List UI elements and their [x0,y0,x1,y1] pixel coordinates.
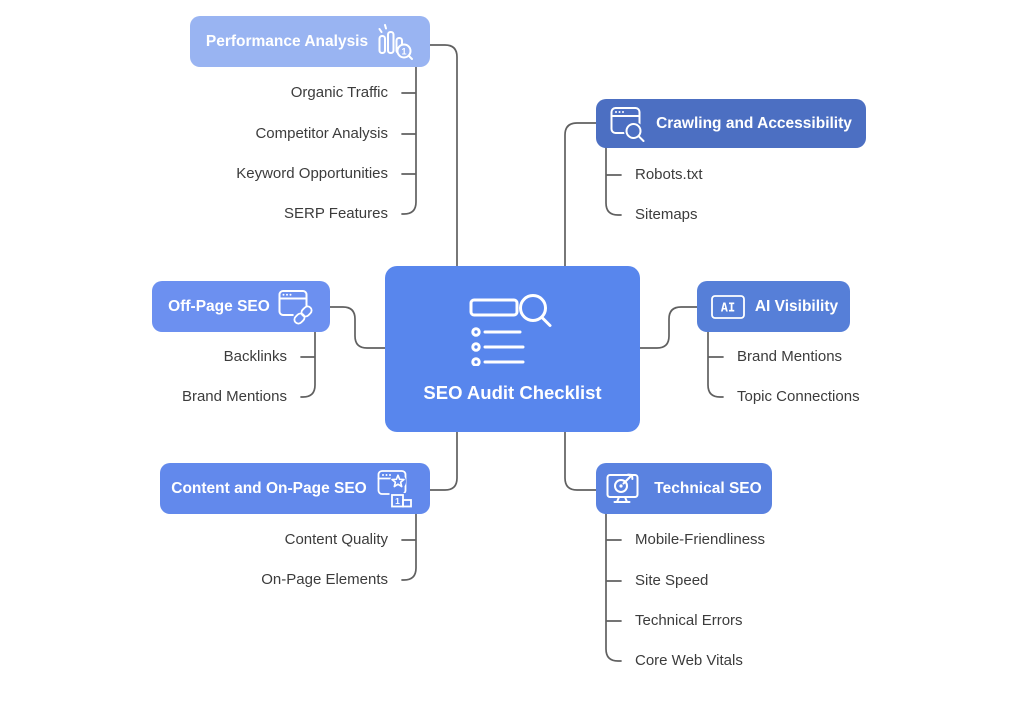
node-crawling-accessibility: Crawling and Accessibility [596,99,866,148]
node-content-on-page-seo: Content and On-Page SEO 1 [160,463,430,514]
leaf-topic-connections: Topic Connections [737,388,860,405]
leaf-keyword-opportunities: Keyword Opportunities [236,165,388,182]
performance-node-label: Performance Analysis [205,32,369,50]
technical-node-label: Technical SEO [654,479,762,497]
connector-technical [564,431,597,491]
leaf-organic-traffic: Organic Traffic [290,84,388,101]
offpage-node-label: Off-Page SEO [168,297,270,315]
leaf-ai-brand-mentions: Brand Mentions [737,348,843,365]
node-ai-visibility: AI AI Visibility [697,281,850,332]
browser-link-icon [278,289,313,324]
connector-performance [429,44,458,267]
node-seo-audit-checklist: SEO Audit Checklist [385,266,640,432]
leaf-on-page-elements: On-Page Elements [261,571,388,588]
leaf-brand-mentions: Brand Mentions [181,388,287,405]
connector-technical-children [605,513,622,662]
connector-offpage-children [300,331,316,398]
leaf-robots-txt: Robots.txt [635,166,703,183]
leaf-competitor-analysis: Competitor Analysis [255,125,388,142]
center-node-label: SEO Audit Checklist [423,382,602,403]
ai-badge-icon: AI [710,294,745,319]
leaf-content-quality: Content Quality [284,531,388,548]
node-technical-seo: Technical SEO [596,463,772,514]
connector-ai [639,306,698,349]
monitor-target-icon [606,473,639,503]
connector-performance-children [401,66,417,215]
svg-text:1: 1 [395,496,400,506]
connector-crawling [564,122,597,267]
leaf-serp-features: SERP Features [284,205,388,222]
browser-magnifier-icon [610,106,645,142]
crawling-node-label: Crawling and Accessibility [656,114,852,132]
content-node-label: Content and On-Page SEO [171,479,367,497]
connector-content-children [401,513,417,581]
leaf-site-speed: Site Speed [635,572,709,589]
node-off-page-seo: Off-Page SEO [152,281,330,332]
ai-badge-text: AI [721,300,735,314]
leaf-sitemaps: Sitemaps [635,206,698,223]
browser-star-podium-icon: 1 [377,469,412,508]
checklist-search-icon [469,294,551,366]
leaf-core-web-vitals: Core Web Vitals [635,652,743,669]
connector-offpage [329,306,386,349]
bar-chart-magnifier-icon: 1 [378,23,414,60]
svg-text:1: 1 [402,46,407,56]
leaf-technical-errors: Technical Errors [635,612,743,629]
leaf-backlinks: Backlinks [223,348,287,365]
connector-content [429,431,458,491]
ai-node-label: AI Visibility [754,297,839,315]
node-performance-analysis: Performance Analysis 1 [190,16,430,67]
connector-ai-children [707,331,724,398]
leaf-mobile-friendliness: Mobile-Friendliness [635,531,766,548]
connector-crawling-children [605,147,622,216]
